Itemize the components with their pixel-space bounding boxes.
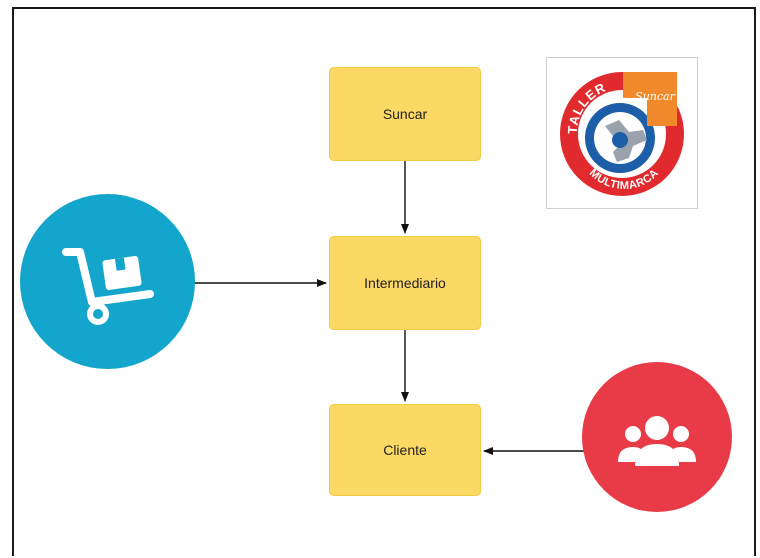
hand-truck-circle[interactable]: [20, 194, 195, 369]
node-intermediario-label: Intermediario: [364, 275, 446, 291]
user-group-circle[interactable]: [582, 362, 732, 512]
node-intermediario[interactable]: Intermediario: [329, 236, 481, 330]
node-cliente[interactable]: Cliente: [329, 404, 481, 496]
user-group-icon: [618, 416, 696, 466]
node-cliente-label: Cliente: [383, 442, 427, 458]
logo-script-text: Suncar: [635, 90, 675, 103]
node-suncar-label: Suncar: [382, 106, 428, 122]
taller-multimarca-logo: Suncar TALLER MULTIMARCA: [546, 57, 698, 209]
hand-truck-icon: [62, 248, 154, 325]
node-suncar[interactable]: Suncar: [329, 67, 481, 161]
logo-emblem: Suncar TALLER MULTIMARCA: [560, 72, 684, 196]
